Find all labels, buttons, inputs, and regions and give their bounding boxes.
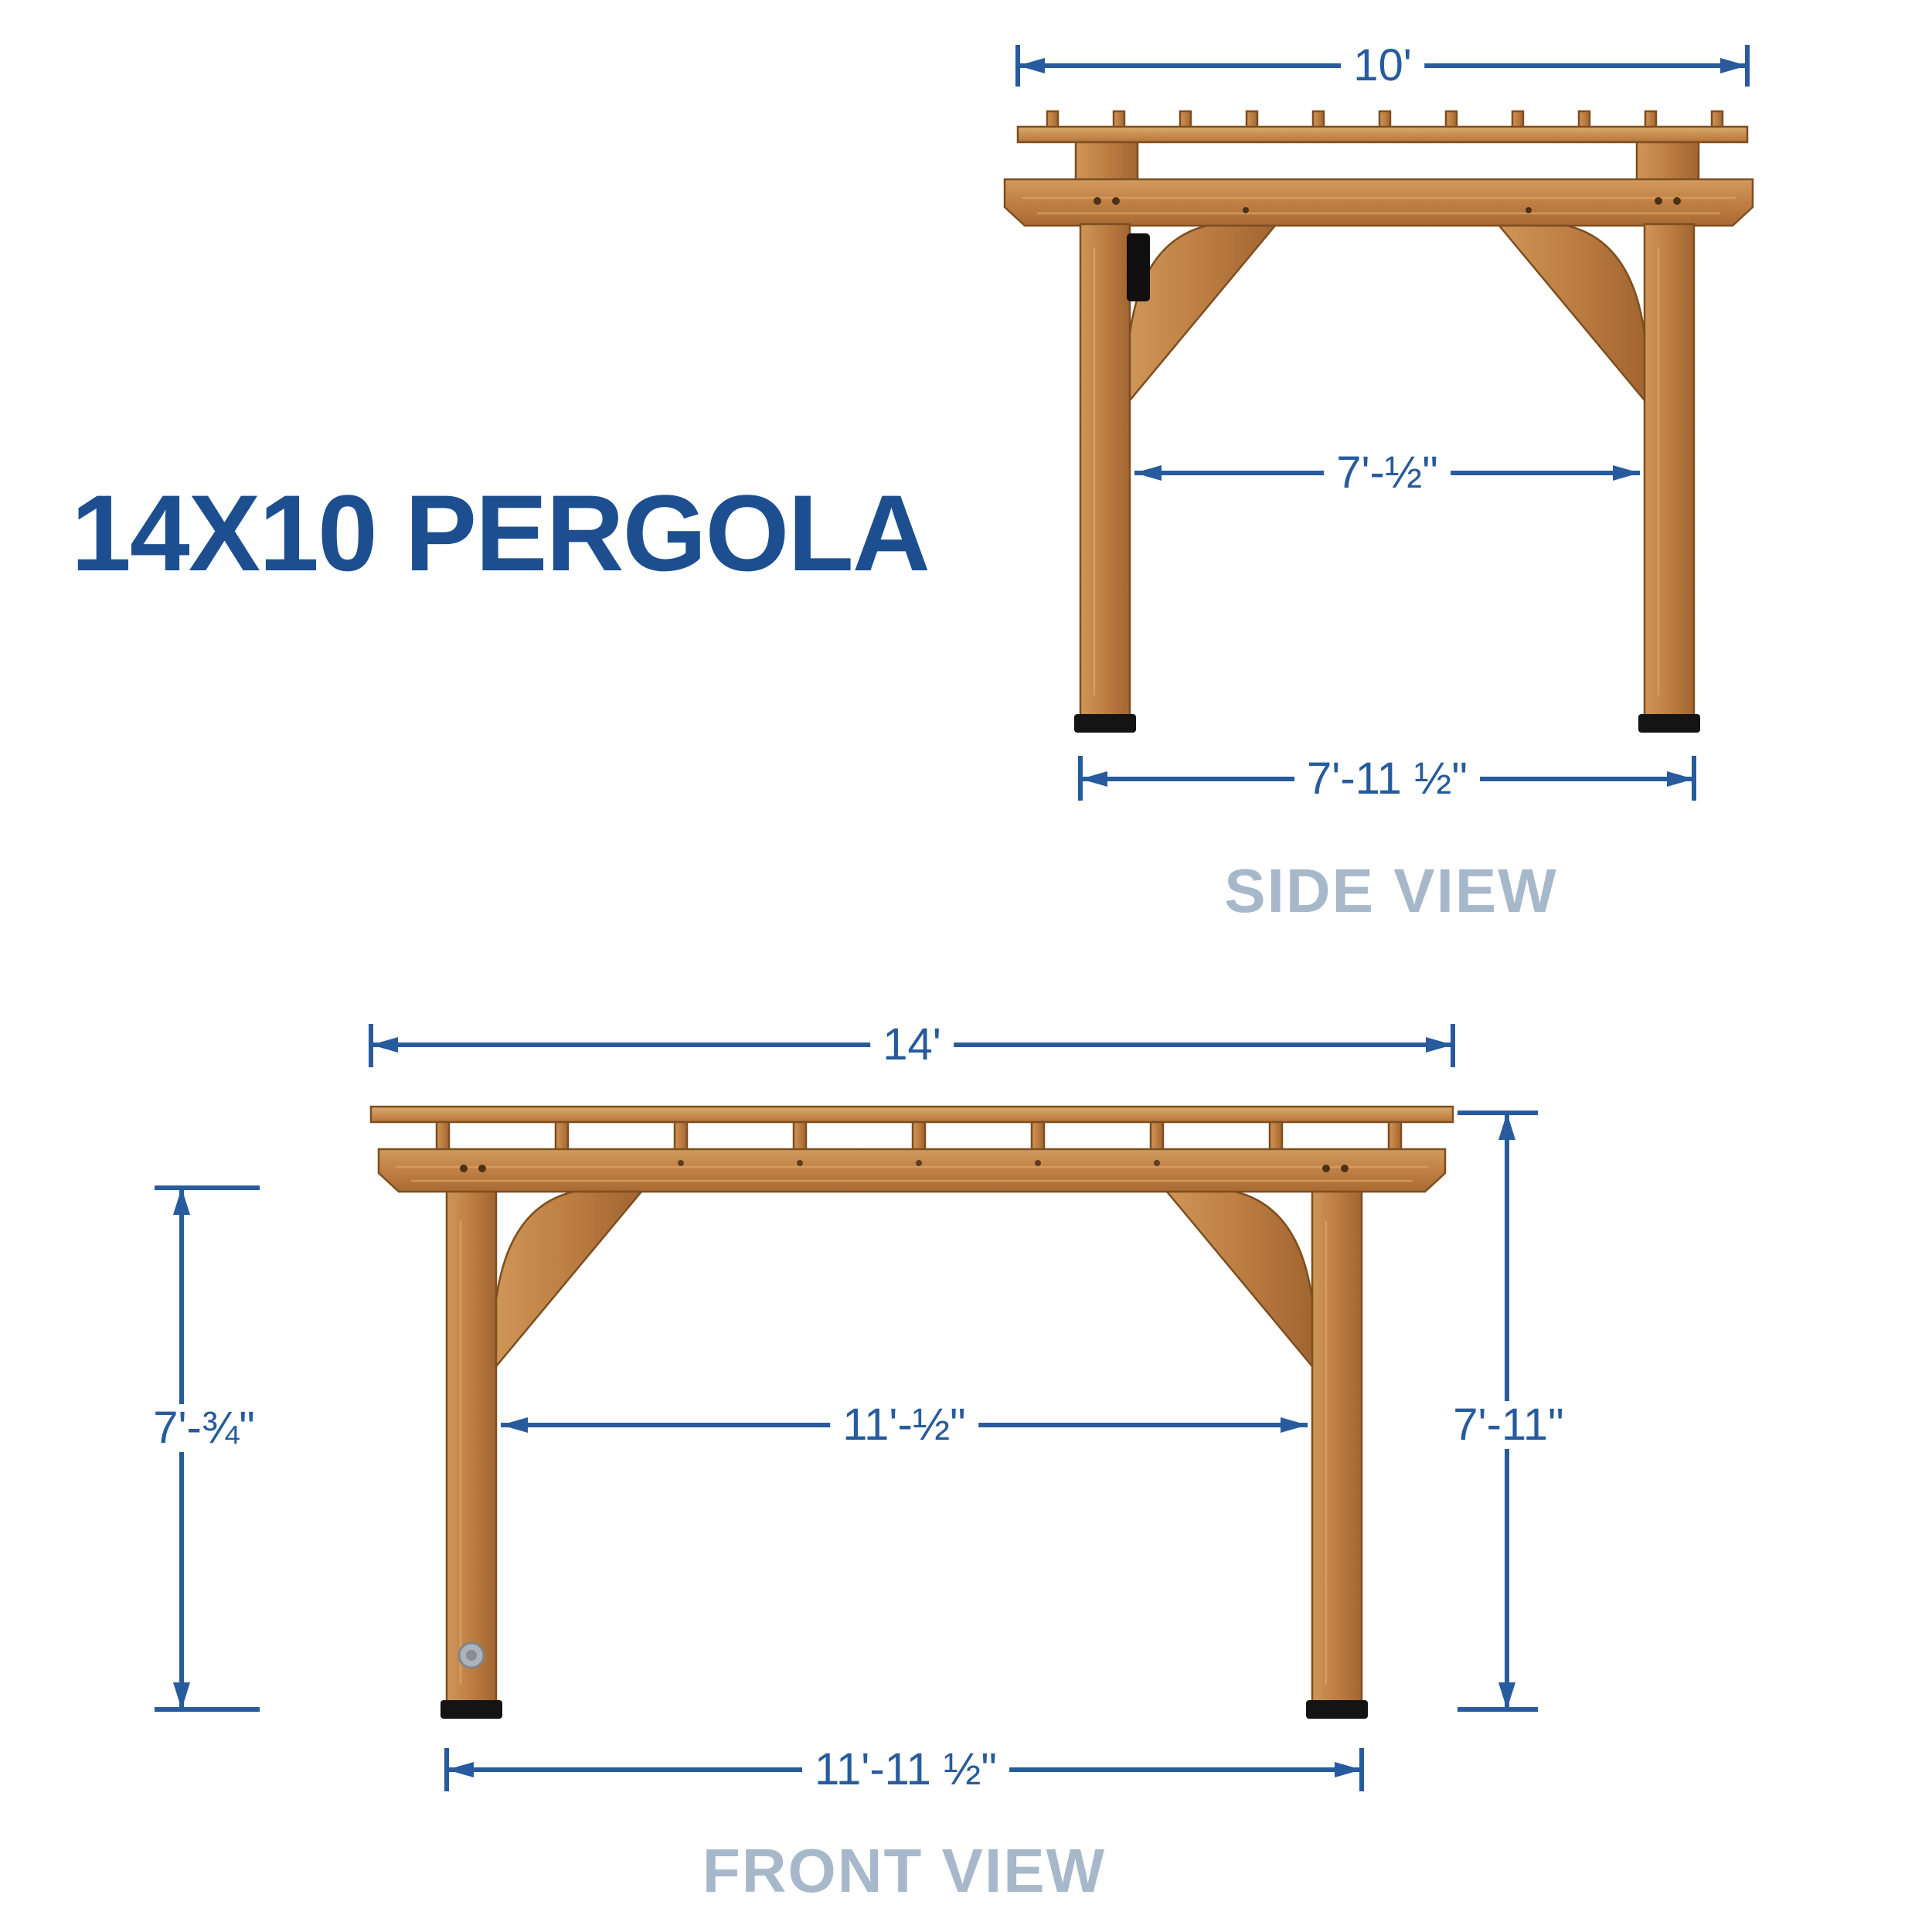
side-view-label: SIDE VIEW (1224, 856, 1558, 925)
side-post-spacing-label: 7'-½" (1324, 449, 1451, 497)
side-left-post-top (1074, 141, 1139, 182)
side-left-brace (1128, 224, 1277, 403)
front-right-post (1311, 1190, 1363, 1708)
side-base-width-label: 7'-11 ½" (1294, 755, 1480, 803)
side-top-rail (1016, 125, 1749, 144)
side-rafter-tails (1046, 110, 1724, 130)
front-view-pergola (369, 1105, 1454, 1719)
side-right-brace (1497, 224, 1646, 403)
front-left-brace (495, 1190, 644, 1369)
front-right-brace (1165, 1190, 1314, 1369)
brand-medallion (457, 1641, 485, 1669)
front-left-post (445, 1190, 498, 1708)
front-right-foot (1306, 1700, 1368, 1719)
front-post-height-label: 7'-¾" (141, 1404, 267, 1452)
side-left-post (1079, 223, 1131, 720)
front-rafter-blocks (435, 1121, 1403, 1151)
front-beam (377, 1148, 1447, 1193)
front-top-width-label: 14' (870, 1021, 954, 1069)
side-right-post (1643, 223, 1696, 720)
side-left-foot (1074, 714, 1136, 733)
front-post-spacing-label: 11'-½" (830, 1401, 978, 1449)
front-view-label: FRONT VIEW (702, 1836, 1107, 1905)
front-overall-height-label: 7'-11" (1440, 1401, 1577, 1449)
side-right-foot (1638, 714, 1700, 733)
side-hardware-box (1127, 233, 1150, 301)
front-left-foot (440, 1700, 502, 1719)
front-top-rail (369, 1105, 1454, 1124)
side-right-post-top (1635, 141, 1700, 182)
side-top-width-label: 10' (1341, 42, 1424, 90)
page-title: 14X10 PERGOLA (71, 472, 930, 594)
front-base-width-label: 11'-11 ½" (802, 1746, 1009, 1794)
side-view-pergola (1003, 110, 1754, 733)
